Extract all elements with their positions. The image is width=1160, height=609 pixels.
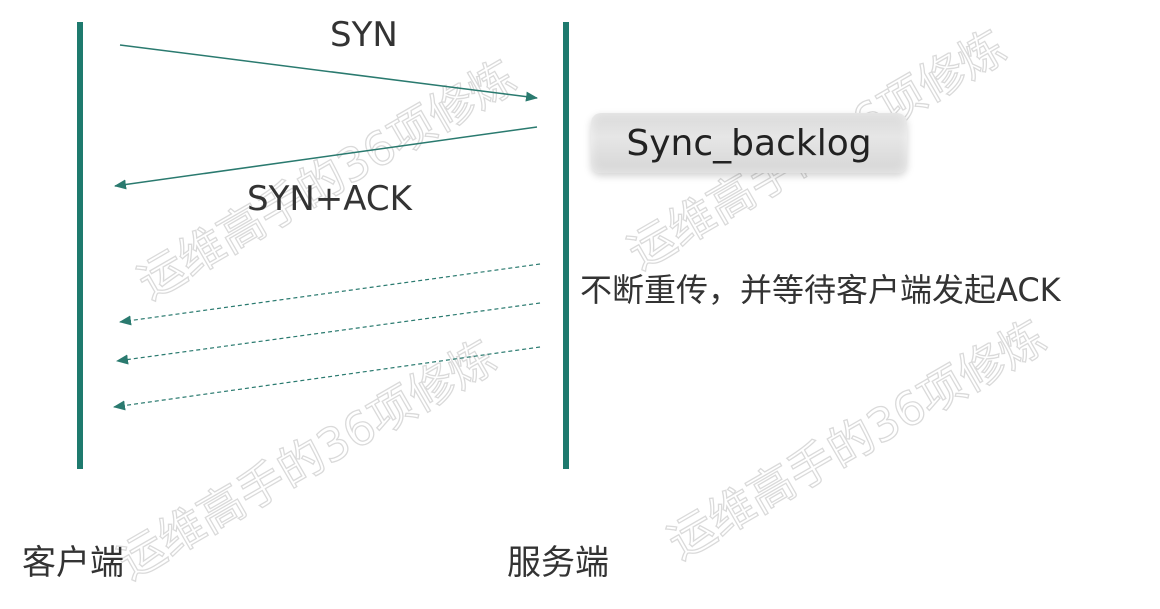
- client-label: 客户端: [22, 543, 124, 583]
- retransmit-arrow: [119, 263, 541, 326]
- watermark-text: 运维高手的36项修炼: [109, 329, 505, 589]
- watermark-text: 运维高手的36项修炼: [659, 309, 1055, 569]
- retransmit-note: 不断重传，并等待客户端发起ACK: [580, 271, 1061, 309]
- syn-arrow: [119, 44, 538, 102]
- sync-backlog-label: Sync_backlog: [626, 122, 872, 164]
- syn-ack-label: SYN+ACK: [247, 179, 412, 219]
- retransmit-arrow: [116, 302, 541, 365]
- server-label: 服务端: [507, 543, 609, 583]
- retransmit-arrow: [113, 346, 541, 411]
- sync-backlog-box: Sync_backlog: [591, 113, 907, 173]
- syn-label: SYN: [330, 15, 398, 55]
- syn-ack-arrow: [114, 126, 538, 190]
